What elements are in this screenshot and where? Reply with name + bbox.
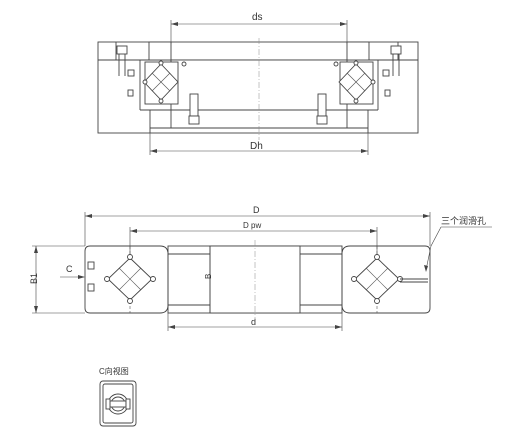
roller-left-mid [104, 254, 156, 304]
top-section-view: ds [97, 12, 419, 155]
middle-section-view: D D pw 三个润滑孔 B1 [29, 205, 492, 331]
c-view-title: C向视图 [99, 366, 129, 376]
c-view-detail: C向视图 [99, 366, 137, 427]
bolt-inner-right [317, 93, 327, 117]
b-label: B [204, 274, 213, 279]
outer-ring-left [84, 245, 169, 314]
outer-ring-top [97, 41, 419, 134]
roller-left-top [142, 60, 187, 105]
ds-label: ds [252, 12, 263, 23]
roller-right-top [333, 60, 376, 105]
lube-holes-label: 三个润滑孔 [441, 215, 486, 226]
bolt-head-left-top [116, 45, 128, 55]
c-view-frame [99, 380, 137, 427]
dpw-label: D pw [243, 221, 261, 230]
bolt-head-right-top [390, 45, 402, 55]
d-inner-label: d [251, 317, 256, 327]
roller-right-mid [351, 254, 403, 304]
c-view-marker: C [66, 264, 73, 274]
b1-label: B1 [29, 273, 39, 284]
bolt-inner-left [189, 93, 199, 117]
d-outer-label: D [253, 205, 260, 215]
dh-label: Dh [250, 141, 263, 152]
